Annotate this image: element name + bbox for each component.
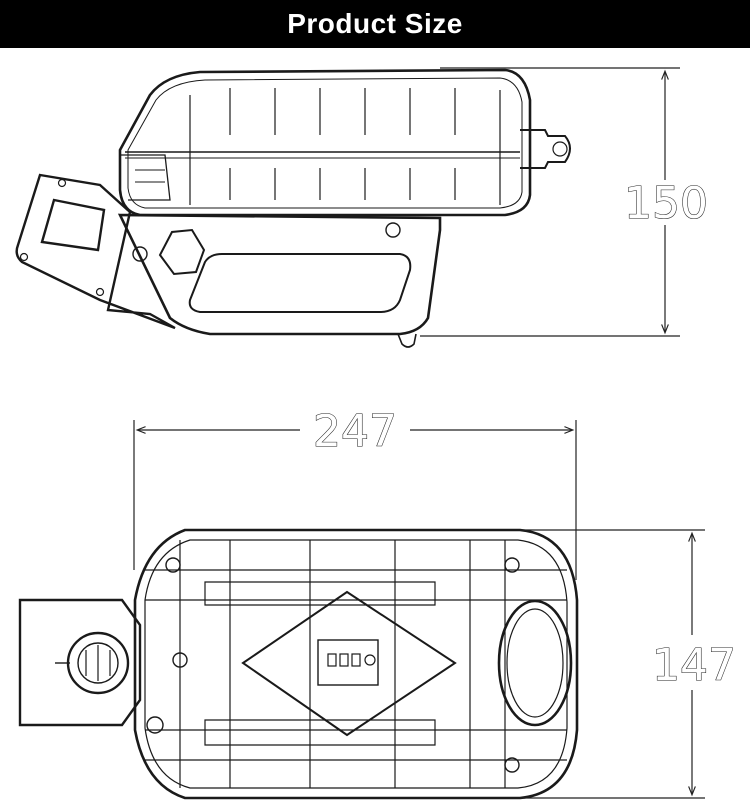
length-dimension-label: 247 <box>313 406 397 457</box>
page-title: Product Size <box>287 8 463 39</box>
width-dimension-line <box>520 529 705 799</box>
technical-drawing: 150 247 <box>15 67 737 800</box>
top-view-drawing <box>18 528 579 800</box>
length-dimension-line <box>133 420 577 580</box>
height-dimension-label: 150 <box>624 178 708 229</box>
title-banner: Product Size <box>0 0 750 48</box>
width-dimension-label: 147 <box>652 640 736 691</box>
height-dimension-line <box>420 67 680 337</box>
side-view-drawing <box>15 68 571 348</box>
